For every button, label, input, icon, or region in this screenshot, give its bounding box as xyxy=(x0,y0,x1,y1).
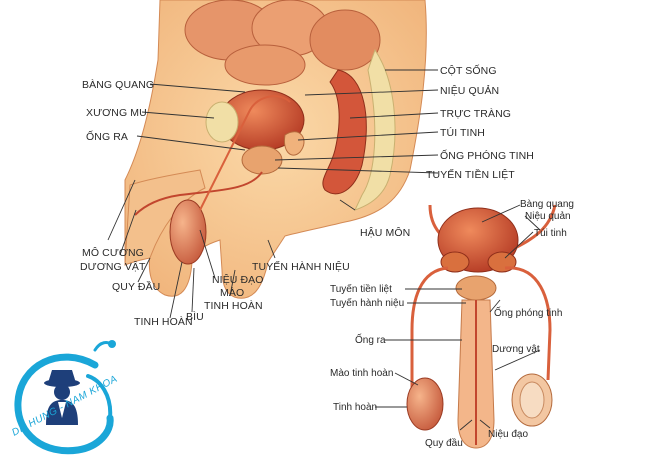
label-tui-tinh: TÚI TINH xyxy=(440,126,485,139)
sagittal-view xyxy=(124,0,427,299)
vas-deferens xyxy=(199,95,291,211)
label-f-tui-tinh: Túi tinh xyxy=(534,228,567,239)
label-tinh-hoan: TINH HOÀN xyxy=(134,315,193,328)
label-tuyen-tien-liet: TUYẾN TIỀN LIỆT xyxy=(426,168,515,181)
label-biu: BÌU xyxy=(186,310,204,323)
label-f-mao-tinh-hoan: Mào tinh hoàn xyxy=(330,368,393,379)
label-f-nieu-dao: Niệu đạo xyxy=(488,429,528,440)
label-truc-trang: TRỰC TRÀNG xyxy=(440,107,511,120)
label-xuong-mu: XƯƠNG MU xyxy=(86,107,147,119)
label-f-bang-quang: Bàng quang xyxy=(520,199,574,210)
label-nieu-quan: NIỆU QUẢN xyxy=(440,84,499,97)
frontal-testis-left xyxy=(406,377,444,431)
spine xyxy=(354,48,396,211)
label-tuyen-hanh-nieu: TUYẾN HÀNH NIỆU xyxy=(252,260,350,273)
label-f-tuyen-tien-liet: Tuyến tiền liệt xyxy=(330,283,392,295)
label-f-ong-phong-tinh: Ống phóng tinh xyxy=(494,305,562,319)
doctor-icon xyxy=(44,370,80,425)
rectum xyxy=(322,69,367,195)
label-ong-phong-tinh: ỐNG PHÓNG TINH xyxy=(440,148,534,162)
intestines xyxy=(184,0,381,86)
frontal-label-group: Bàng quang Niệu quản Túi tinh Tuyến tiền… xyxy=(330,199,574,449)
label-bang-quang: BÀNG QUANG xyxy=(82,78,154,91)
label-nieu-dao: NIỆU ĐẠO xyxy=(212,273,264,286)
watermark-logo: DR HUNG - NAM KHOA xyxy=(10,340,120,455)
seminal-vesicle xyxy=(283,131,305,156)
frontal-vas-deferens xyxy=(410,266,552,395)
label-hau-mon: HẬU MÔN xyxy=(360,226,410,239)
label-f-tuyen-hanh-nieu: Tuyến hành niệu xyxy=(330,297,404,309)
pubic-bone xyxy=(205,101,239,143)
label-f-tinh-hoan: Tinh hoàn xyxy=(333,402,377,413)
label-f-duong-vat: Dương vật xyxy=(492,344,540,355)
label-quy-dau: QUY ĐẦU xyxy=(112,280,160,293)
label-duong-vat: DƯƠNG VẬT xyxy=(80,260,146,273)
label-mao-tinh-hoan-1: MÀO xyxy=(220,286,244,299)
label-f-quy-dau: Quy đầu xyxy=(425,437,463,449)
frontal-prostate xyxy=(455,275,497,301)
label-ong-ra: ỐNG RA xyxy=(86,129,128,143)
label-mao-tinh-hoan-2: TINH HOÀN xyxy=(204,299,263,312)
label-cot-song: CỘT SỐNG xyxy=(440,63,497,77)
label-f-nieu-quan: Niệu quản xyxy=(525,211,571,222)
frontal-view xyxy=(406,204,557,449)
testis xyxy=(169,199,207,265)
sagittal-label-group: BÀNG QUANG XƯƠNG MU ỐNG RA MÔ CƯƠNG DƯƠN… xyxy=(80,63,534,328)
label-f-ong-ra: Ống ra xyxy=(355,332,386,346)
urethra xyxy=(134,171,263,216)
label-mo-cuong: MÔ CƯƠNG xyxy=(82,246,144,259)
leader-lines xyxy=(107,69,541,431)
logo-swoosh xyxy=(14,353,114,455)
